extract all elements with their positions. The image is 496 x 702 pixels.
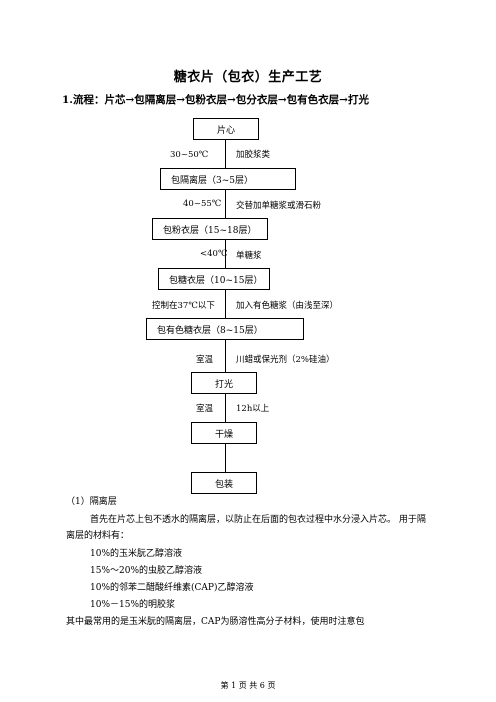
flow-temp-label: <40℃ bbox=[200, 249, 228, 259]
page-footer: 第 1 页 共 6 页 bbox=[220, 681, 276, 690]
flow-box-sugar-coat: 包糖衣层（10~15层） bbox=[158, 268, 270, 290]
flow-temp-label: 40~55℃ bbox=[183, 199, 222, 209]
flow-box-isolation: 包隔离层（3~5层） bbox=[160, 168, 296, 190]
paragraph-line: 首先在片芯上包不透水的隔离层，以防止在后面的包衣过程中水分浸入片芯。 用于隔 bbox=[90, 515, 426, 525]
material-item: 10%的玉米朊乙醇溶液 bbox=[90, 549, 183, 559]
flow-connector bbox=[225, 140, 226, 168]
flow-temp-label: 室温 bbox=[196, 404, 214, 414]
flow-box-packaging: 包装 bbox=[191, 472, 257, 494]
flow-temp-label: 控制在37℃以下 bbox=[152, 301, 215, 311]
flow-temp-label: 室温 bbox=[196, 355, 214, 365]
material-item: 10%的邻苯二醋酸纤维素(CAP)乙醇溶液 bbox=[90, 583, 254, 593]
flow-box-colored-coat: 包有色糖衣层（8~15层） bbox=[146, 318, 304, 340]
flow-box-polishing: 打光 bbox=[191, 372, 257, 394]
paragraph-line: 离层的材料有： bbox=[66, 531, 130, 541]
flow-note-label: 12h以上 bbox=[236, 404, 270, 414]
section-heading: （1）隔离层 bbox=[66, 497, 117, 507]
flow-note-label: 川蜡或保光剂（2%硅油） bbox=[236, 355, 335, 365]
flow-box-tablet-core: 片心 bbox=[193, 118, 259, 140]
flow-connector bbox=[225, 394, 226, 422]
material-item: 15%～20%的虫胶乙醇溶液 bbox=[90, 566, 203, 576]
flow-connector bbox=[225, 340, 226, 372]
flow-connector bbox=[225, 290, 226, 318]
flow-box-drying: 干燥 bbox=[191, 422, 257, 444]
material-item: 10%－15%的明胶浆 bbox=[90, 600, 176, 610]
flow-connector bbox=[225, 444, 226, 472]
flow-temp-label: 30~50℃ bbox=[170, 150, 209, 160]
flow-note-label: 单糖浆 bbox=[236, 251, 262, 261]
document-title: 糖衣片（包衣）生产工艺 bbox=[173, 70, 323, 85]
flow-note-label: 交替加单糖浆或滑石粉 bbox=[236, 201, 322, 211]
flow-connector bbox=[225, 190, 226, 218]
flow-note-label: 加入有色糖浆（由浅至深） bbox=[236, 301, 339, 311]
paragraph-line: 其中最常用的是玉米朊的隔离层，CAP为肠溶性高分子材料，使用时注意包 bbox=[66, 617, 365, 627]
flow-heading: 1.流程：片芯→包隔离层→包粉衣层→包分衣层→包有色衣层→打光 bbox=[62, 94, 369, 106]
flow-box-powder-coat: 包粉衣层（15~18层） bbox=[152, 218, 268, 240]
flow-connector bbox=[225, 240, 226, 268]
flow-note-label: 加胶浆类 bbox=[236, 150, 271, 160]
